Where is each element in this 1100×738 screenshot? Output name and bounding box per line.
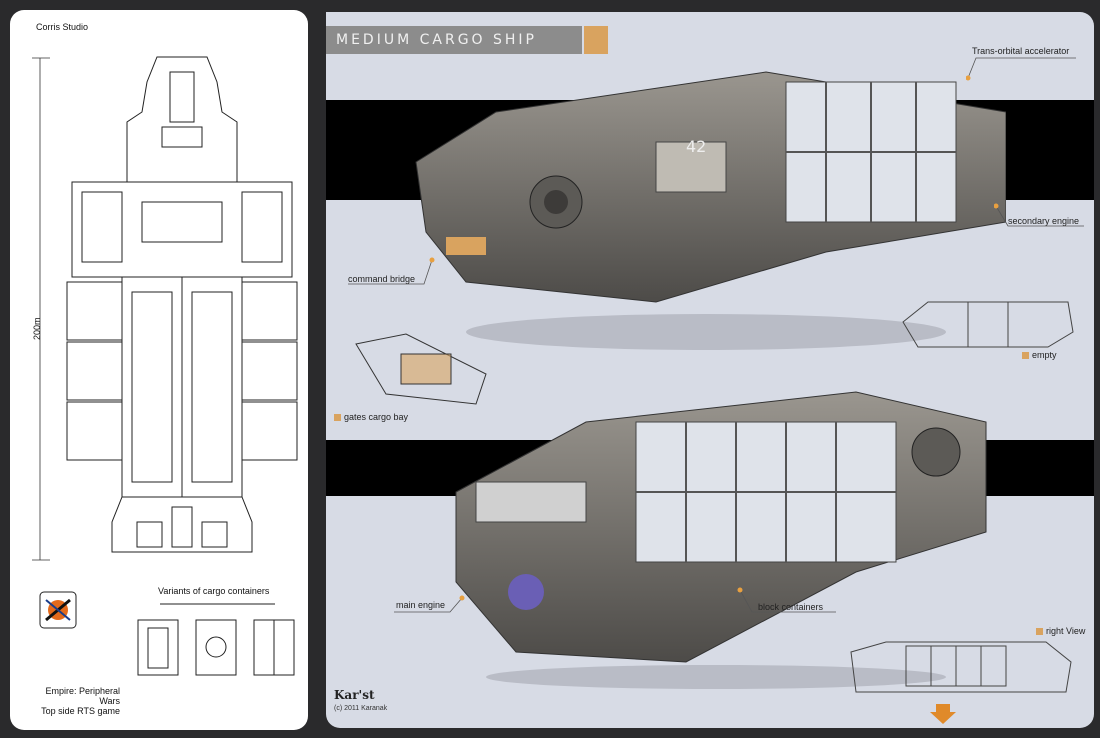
ship-top-view-schematic: [66, 56, 298, 553]
right-view-sketch: [850, 641, 1072, 693]
studio-name: Corris Studio: [36, 22, 89, 32]
artist-signature: Kar'st: [334, 688, 375, 702]
right-view-marker: [1036, 628, 1043, 636]
callout-empty: empty: [1022, 350, 1057, 360]
gates-cargo-bay-marker: [334, 414, 341, 422]
empty-ship-sketch: [902, 301, 1074, 348]
gates-cargo-bay-sketch: [355, 333, 487, 405]
callout-trans-orbital: Trans-orbital accelerator: [972, 46, 1070, 56]
artist-copyright: (c) 2011 Karanak: [334, 705, 388, 712]
dimension-label: 200m: [32, 317, 42, 340]
leader-main-engine: [394, 595, 465, 613]
title-accent: [584, 26, 608, 54]
callout-main-engine: main engine: [396, 600, 446, 610]
down-arrow-icon: [930, 704, 956, 724]
game-info: Empire: Peripheral Wars Top side RTS gam…: [30, 686, 120, 716]
dimension-line: [32, 57, 50, 561]
ship-render-top: 42: [415, 71, 1006, 350]
callout-gates-cargo-bay: gates cargo bay: [334, 412, 408, 422]
game-info-line-1: Empire: Peripheral Wars: [45, 686, 120, 706]
empty-marker: [1022, 352, 1029, 360]
title-bar: MEDIUM CARGO SHIP: [326, 26, 582, 54]
cargo-container-variants: [137, 603, 295, 676]
callout-right-view-text: right View: [1046, 626, 1086, 636]
callout-secondary-engine: secondary engine: [1008, 216, 1080, 226]
leader-secondary-engine: [994, 203, 1084, 227]
render-panel: MEDIUM CARGO SHIP 42: [326, 12, 1094, 728]
page-title: MEDIUM CARGO SHIP: [336, 32, 537, 48]
hull-number: 42: [686, 137, 706, 156]
leader-trans-orbital: [966, 57, 1076, 81]
variants-label: Variants of cargo containers: [158, 586, 270, 596]
callout-block-containers: block containers: [758, 602, 824, 612]
callout-gates-cargo-bay-text: gates cargo bay: [344, 412, 409, 422]
callout-right-view: right View: [1036, 626, 1085, 636]
callout-empty-text: empty: [1032, 350, 1057, 360]
leader-block-containers: [737, 587, 836, 613]
callout-command-bridge: command bridge: [348, 274, 416, 284]
blueprint-panel: Corris Studio 200m: [10, 10, 308, 730]
game-info-line-2: Top side RTS game: [41, 706, 120, 716]
studio-logo: [39, 591, 77, 629]
leader-command-bridge: [348, 257, 435, 285]
ship-render-bottom: [455, 391, 987, 689]
